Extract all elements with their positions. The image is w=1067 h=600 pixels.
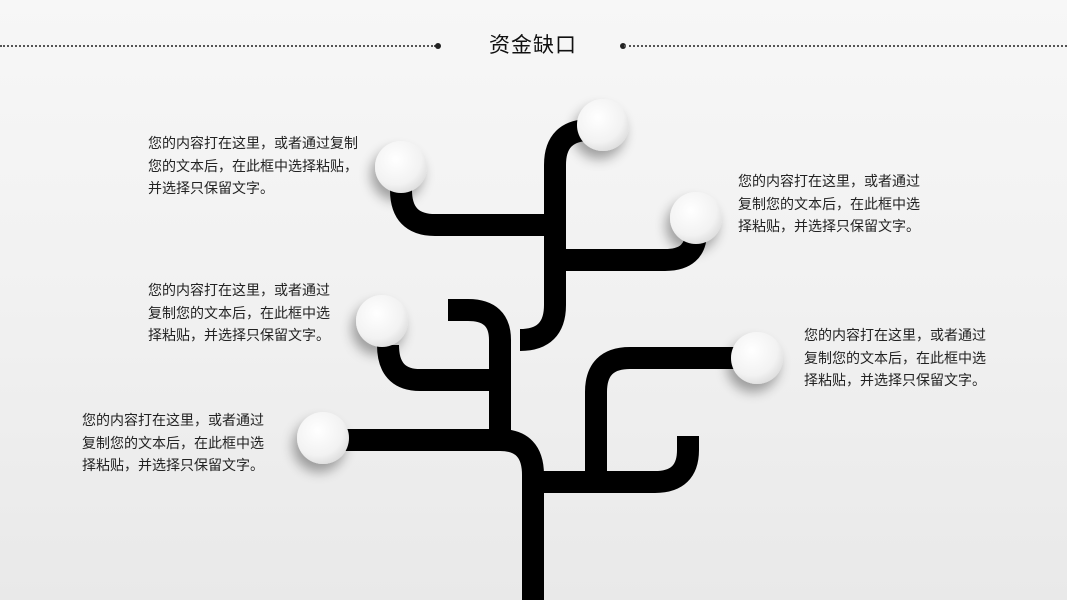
dotted-divider-right bbox=[624, 45, 1067, 47]
node-top-center bbox=[577, 99, 629, 151]
branch-upper-right bbox=[555, 231, 707, 271]
note-middle-left: 您的内容打在这里，或者通过复制您的文本后，在此框中选择粘贴，并选择只保留文字。 bbox=[148, 283, 330, 344]
note-upper-right: 您的内容打在这里，或者通过复制您的文本后，在此框中选择粘贴，并选择只保留文字。 bbox=[738, 174, 920, 235]
branch-middle-left bbox=[377, 344, 500, 391]
page-title: 资金缺口 bbox=[489, 33, 577, 57]
header: 资金缺口 bbox=[0, 30, 1067, 62]
branch-upper-left bbox=[390, 189, 555, 236]
node-middle-right bbox=[731, 332, 783, 384]
divider-dot-left bbox=[435, 43, 441, 49]
note-middle-right: 您的内容打在这里，或者通过复制您的文本后，在此框中选择粘贴，并选择只保留文字。 bbox=[804, 328, 986, 389]
tree-nodes bbox=[297, 99, 783, 464]
dotted-divider-left bbox=[0, 45, 436, 47]
divider-dot-right bbox=[620, 43, 626, 49]
branch-lower-left bbox=[335, 429, 544, 600]
node-upper-right bbox=[670, 192, 722, 244]
node-lower-left bbox=[297, 412, 349, 464]
note-lower-left: 您的内容打在这里，或者通过复制您的文本后，在此框中选择粘贴，并选择只保留文字。 bbox=[82, 413, 264, 474]
branch-mid-hook bbox=[448, 299, 511, 430]
branch-middle-right bbox=[585, 347, 735, 482]
tree-branches bbox=[335, 119, 735, 600]
note-upper-left: 您的内容打在这里，或者通过复制您的文本后，在此框中选择粘贴，并选择只保留文字。 bbox=[148, 136, 358, 197]
node-middle-left bbox=[356, 295, 408, 347]
branch-lower-right bbox=[533, 436, 699, 493]
node-upper-left bbox=[375, 141, 427, 193]
